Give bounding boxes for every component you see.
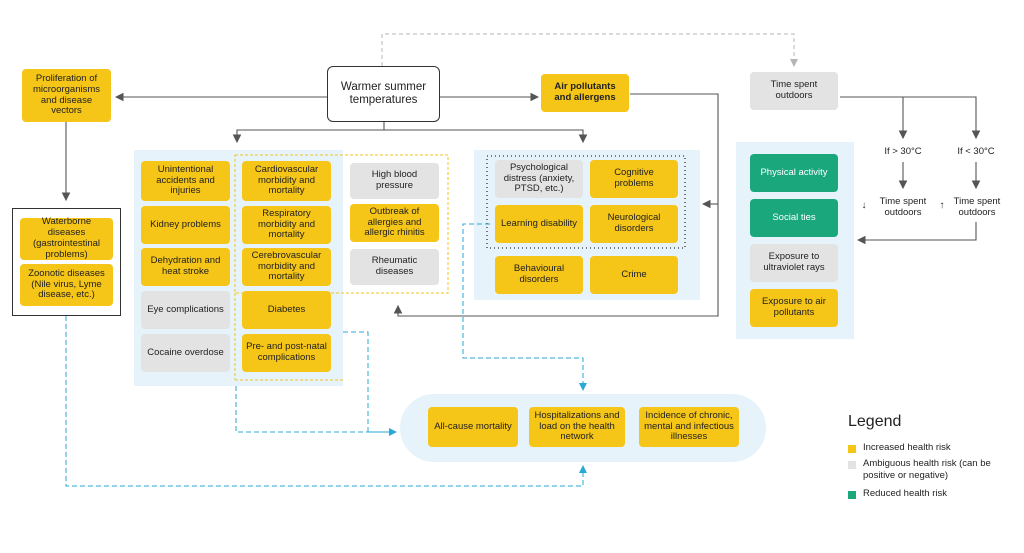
- branch-cool-label: If < 30°C: [957, 146, 995, 157]
- outcome-hospitalizations: Hospitalizations and load on the health …: [529, 407, 625, 447]
- legend-swatch-increased: [848, 445, 856, 453]
- time-outdoors-label: Time spent outdoors: [770, 79, 818, 101]
- air-exposure-node: Exposure to air pollutants: [750, 289, 838, 327]
- physical-activity-label: Physical activity: [760, 166, 828, 178]
- time-outdoors-node: Time spent outdoors: [750, 72, 838, 110]
- cognitive-node: Cognitive problems: [590, 160, 678, 198]
- col2-item: Cardiovascular morbidity and mortality: [242, 161, 331, 201]
- psych-distress-node: Psychological distress (anxiety, PTSD, e…: [495, 160, 583, 198]
- col3-item-label: Rheumatic diseases: [371, 255, 418, 277]
- zoonotic-node: Zoonotic diseases (Nile virus, Lyme dise…: [20, 264, 113, 306]
- legend-swatch-reduced: [848, 491, 856, 499]
- col2-item: Pre- and post-natal complications: [242, 334, 331, 372]
- legend-reduced-label: Reduced health risk: [863, 488, 947, 499]
- crime-node: Crime: [590, 256, 678, 294]
- air-pollutants-label: Air pollutants and allergens: [554, 81, 616, 103]
- neuro-node: Neurological disorders: [590, 205, 678, 243]
- uv-exposure-label: Exposure to ultraviolet rays: [763, 251, 825, 273]
- col1-item: Cocaine overdose: [141, 334, 230, 372]
- outcome-chronic-illness: Incidence of chronic, mental and infecti…: [639, 407, 739, 447]
- time-down-label: Time spent outdoors: [879, 196, 927, 218]
- psych-distress-label: Psychological distress (anxiety, PTSD, e…: [503, 161, 575, 195]
- col2-item: Diabetes: [242, 291, 331, 329]
- behavioural-node: Behavioural disorders: [495, 256, 583, 294]
- up-arrow-icon: ↑: [939, 200, 945, 211]
- col1-item-label: Cocaine overdose: [147, 346, 224, 358]
- col1-item-label: Dehydration and heat stroke: [150, 255, 221, 277]
- col1-item: Unintentional accidents and injuries: [141, 161, 230, 201]
- branch-hot-label: If > 30°C: [884, 146, 922, 157]
- down-arrow-icon: ↓: [861, 200, 867, 211]
- waterborne-label: Waterborne diseases (gastrointestinal pr…: [32, 216, 101, 260]
- col3-item: Rheumatic diseases: [350, 249, 439, 285]
- col2-item: Respiratory morbidity and mortality: [242, 206, 331, 244]
- time-up-label: Time spent outdoors: [953, 196, 1001, 218]
- air-pollutants-node: Air pollutants and allergens: [541, 74, 629, 112]
- outcome-label: Hospitalizations and load on the health …: [534, 409, 620, 443]
- uv-exposure-node: Exposure to ultraviolet rays: [750, 244, 838, 282]
- social-ties-node: Social ties: [750, 199, 838, 237]
- warmer-temperatures-node: Warmer summer temperatures: [327, 66, 440, 122]
- legend-increased-label: Increased health risk: [863, 442, 951, 453]
- col1-item-label: Eye complications: [147, 303, 224, 315]
- col2-item-label: Cardiovascular morbidity and mortality: [254, 163, 319, 197]
- col1-item-label: Kidney problems: [150, 218, 221, 230]
- outcome-label: Incidence of chronic, mental and infecti…: [644, 409, 734, 443]
- col2-item-label: Respiratory morbidity and mortality: [257, 207, 316, 241]
- cognitive-label: Cognitive problems: [614, 167, 654, 189]
- legend-title: Legend: [848, 413, 902, 430]
- legend-ambiguous-label: Ambiguous health risk (can be positive o…: [863, 458, 991, 482]
- crime-label: Crime: [621, 268, 647, 280]
- col2-item-label: Pre- and post-natal complications: [246, 341, 327, 363]
- col1-item: Eye complications: [141, 291, 230, 329]
- col3-item: Outbreak of allergies and allergic rhini…: [350, 204, 439, 242]
- behavioural-label: Behavioural disorders: [513, 263, 565, 285]
- outcome-mortality: All-cause mortality: [428, 407, 518, 447]
- neuro-label: Neurological disorders: [607, 212, 661, 234]
- col2-item-label: Cerebrovascular morbidity and mortality: [251, 249, 322, 283]
- col3-item-label: High blood pressure: [371, 169, 418, 191]
- col1-item-label: Unintentional accidents and injuries: [156, 163, 215, 197]
- proliferation-label: Proliferation of microorganisms and dise…: [32, 72, 101, 117]
- learning-label: Learning disability: [500, 217, 578, 229]
- outcome-label: All-cause mortality: [434, 420, 512, 432]
- social-ties-label: Social ties: [772, 211, 816, 223]
- legend-swatch-ambiguous: [848, 461, 856, 469]
- waterborne-node: Waterborne diseases (gastrointestinal pr…: [20, 216, 113, 260]
- col1-item: Kidney problems: [141, 206, 230, 244]
- physical-activity-node: Physical activity: [750, 154, 838, 192]
- col3-item-label: Outbreak of allergies and allergic rhini…: [364, 205, 425, 239]
- col2-item-label: Diabetes: [267, 303, 306, 315]
- zoonotic-label: Zoonotic diseases (Nile virus, Lyme dise…: [28, 267, 105, 301]
- col1-item: Dehydration and heat stroke: [141, 248, 230, 286]
- air-exposure-label: Exposure to air pollutants: [762, 296, 826, 318]
- vector-diseases-group: [12, 208, 121, 316]
- learning-node: Learning disability: [495, 205, 583, 243]
- proliferation-node: Proliferation of microorganisms and dise…: [22, 69, 111, 122]
- col3-item: High blood pressure: [350, 163, 439, 199]
- col2-item: Cerebrovascular morbidity and mortality: [242, 248, 331, 286]
- warmer-temperatures-label: Warmer summer temperatures: [340, 80, 427, 106]
